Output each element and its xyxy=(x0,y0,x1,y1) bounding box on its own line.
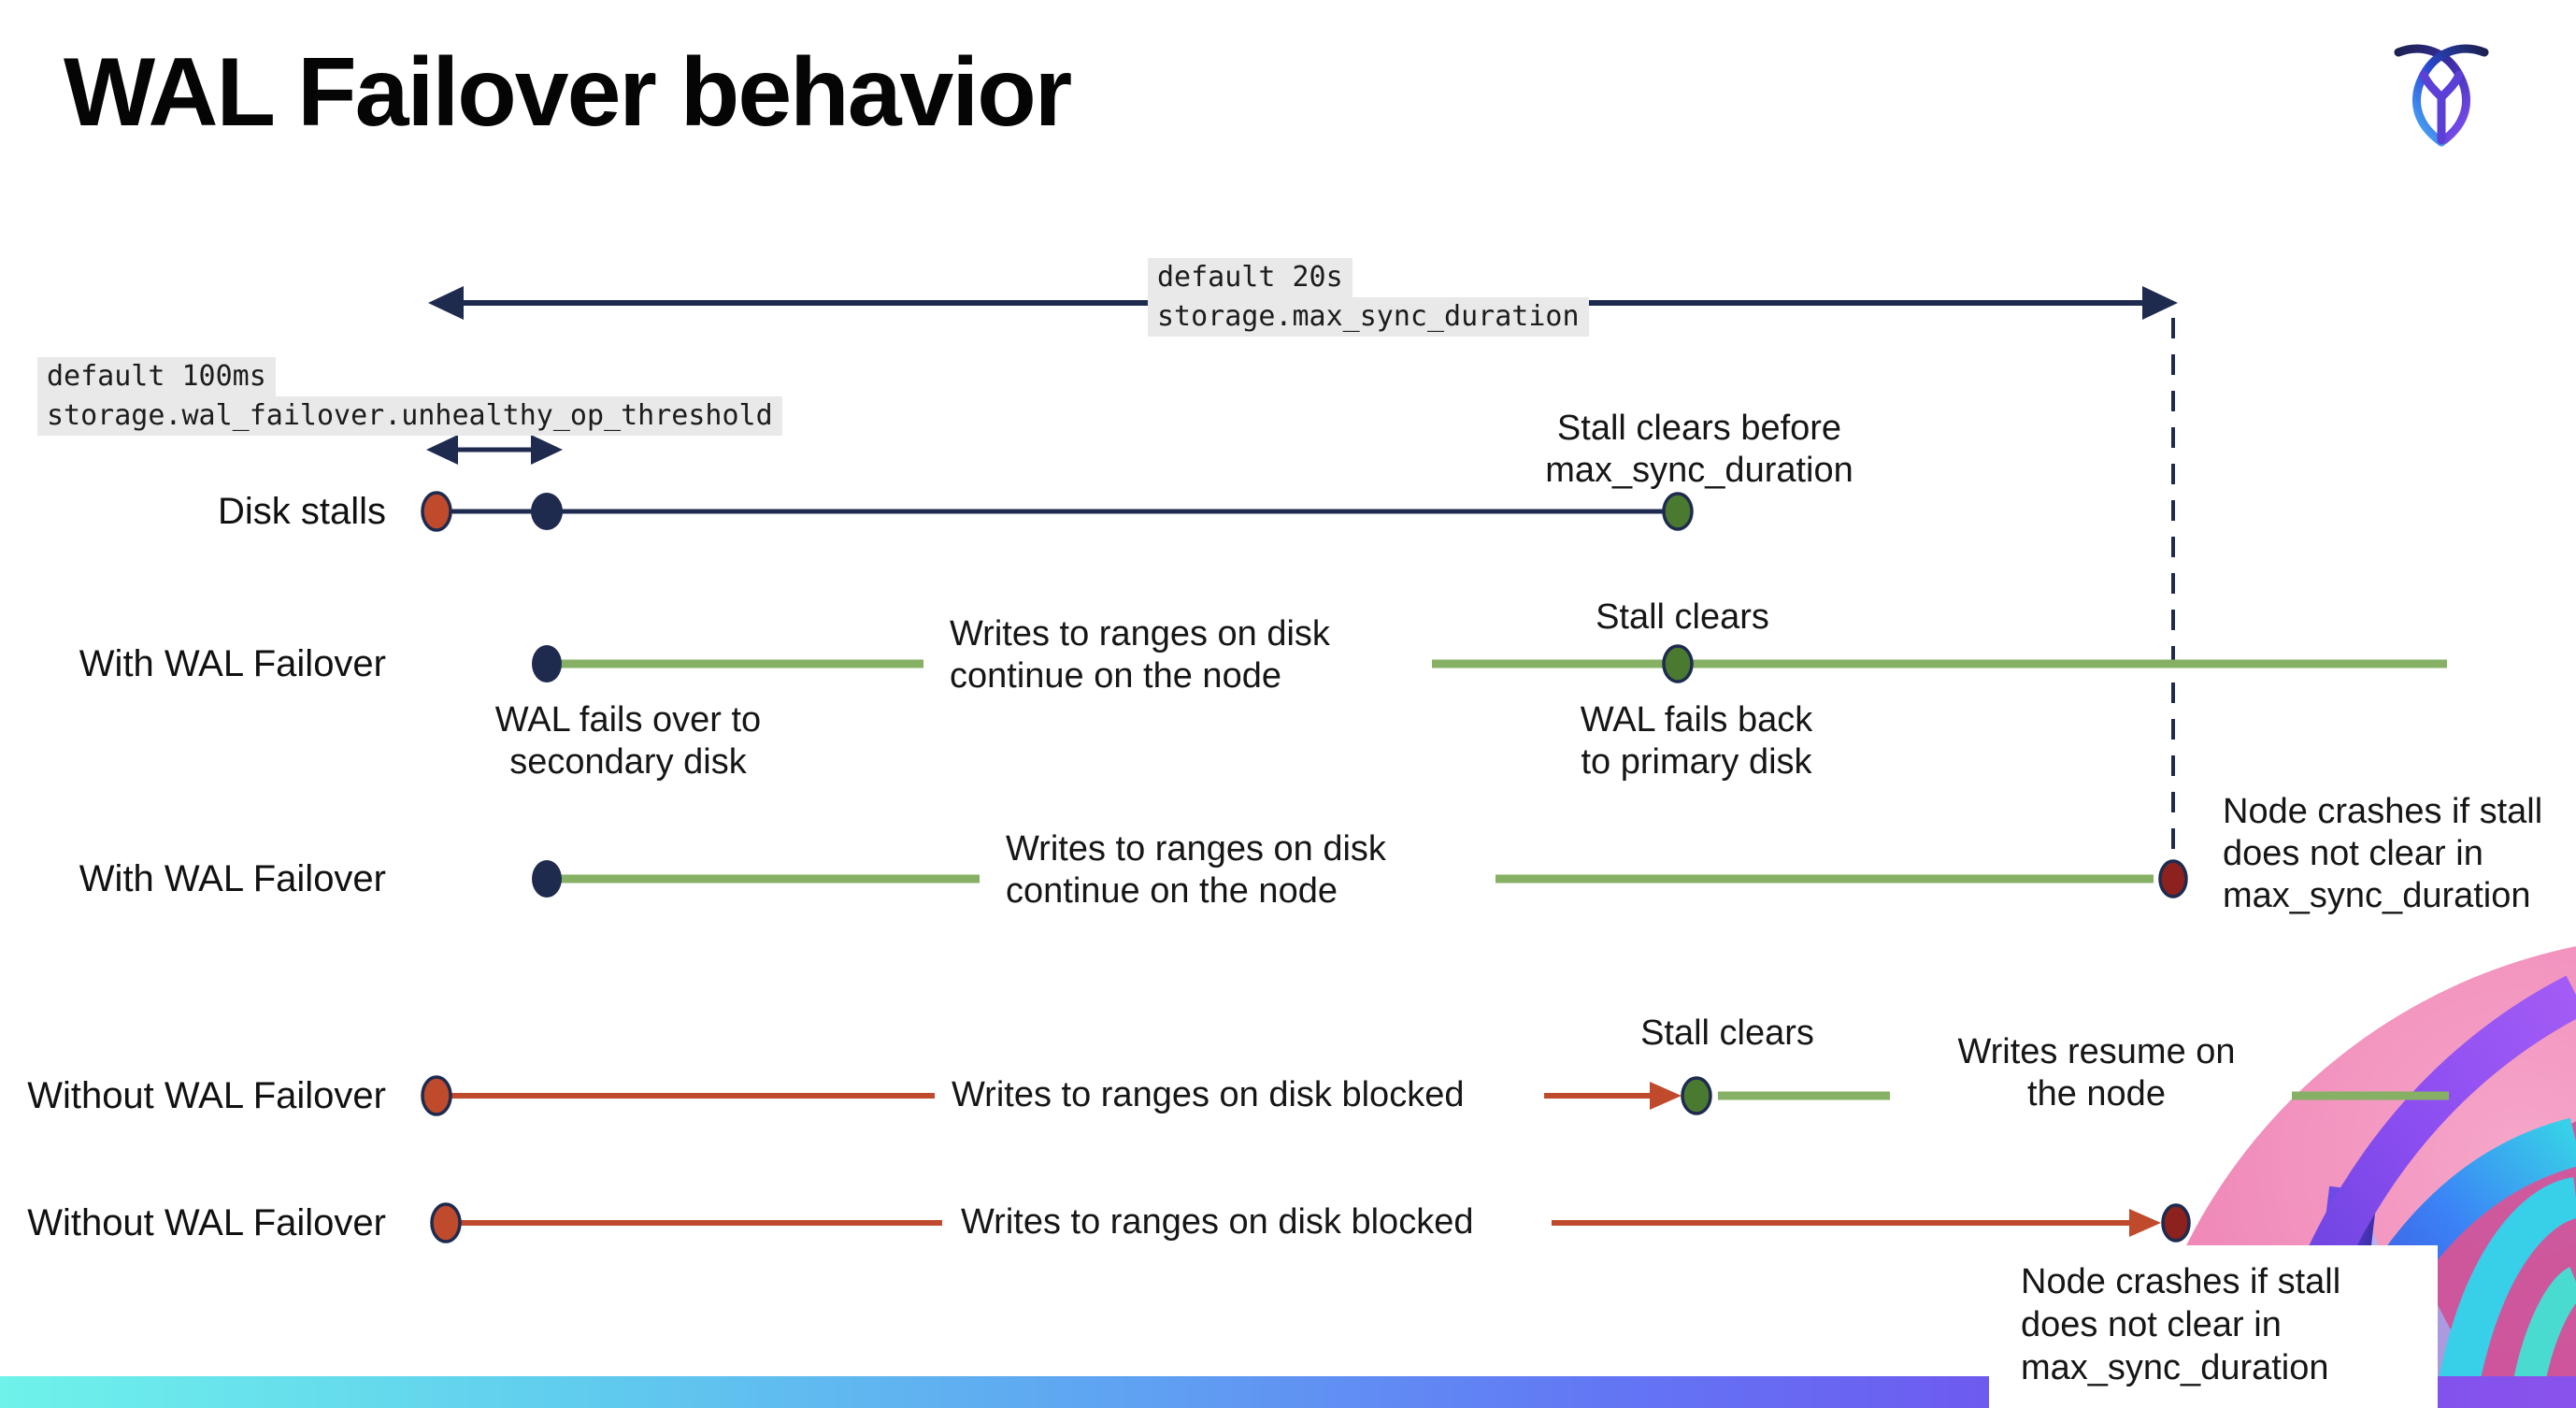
row-without-wal-failover-1 xyxy=(421,1075,2449,1116)
annotation-line: does not clear in xyxy=(2223,834,2483,873)
annotation-wal-fails-back: WAL fails back to primary disk xyxy=(1581,699,1812,783)
annotation-line: Stall clears before xyxy=(1556,409,1842,448)
stall-clears-dot xyxy=(1662,644,1694,683)
row-label-disk-stalls: Disk stalls xyxy=(217,491,386,532)
arrow-head-right-icon xyxy=(1650,1082,1682,1110)
arrow-head-left-icon xyxy=(428,286,464,320)
annotation-node-crashes-1: Node crashes if stall does not clear in … xyxy=(2223,791,2542,917)
annotation-stall-clears-1: Stall clears xyxy=(1596,597,1769,637)
node-crash-dot xyxy=(2158,859,2188,898)
row-disk-stalls xyxy=(421,491,1694,532)
annotation-line: WAL fails back xyxy=(1580,700,1813,740)
annotation-line: Writes resume on xyxy=(1957,1032,2236,1071)
row-with-wal-failover-2 xyxy=(532,859,2188,898)
row-label-without-wal-failover-2: Without WAL Failover xyxy=(27,1202,386,1243)
row-with-wal-failover-1 xyxy=(532,644,2447,683)
annotation-writes-continue-1: Writes to ranges on disk continue on the… xyxy=(950,613,1330,697)
arrow-head-right-icon xyxy=(2129,1209,2161,1237)
annotation-stall-clears-2: Stall clears xyxy=(1640,1013,1814,1053)
row-label-with-wal-failover-2: With WAL Failover xyxy=(79,858,386,899)
stall-clears-dot xyxy=(1681,1076,1712,1115)
row-label-without-wal-failover-1: Without WAL Failover xyxy=(27,1075,386,1116)
annotation-line: continue on the node xyxy=(950,656,1281,696)
annotation-writes-resume: Writes resume on the node xyxy=(1957,1031,2235,1115)
row-without-wal-failover-2 xyxy=(430,1202,2191,1243)
cockroachdb-logo-icon xyxy=(2394,44,2489,147)
callout-line: does not clear in xyxy=(2021,1305,2282,1344)
annotation-writes-blocked-1: Writes to ranges on disk blocked xyxy=(952,1075,1465,1114)
row-label-with-wal-failover-1: With WAL Failover xyxy=(79,643,386,684)
threshold-dot xyxy=(531,493,563,530)
annotation-line: secondary disk xyxy=(509,742,747,782)
page-title: WAL Failover behavior xyxy=(64,38,1072,147)
arrow-head-left-icon xyxy=(426,435,458,465)
failover-dot xyxy=(532,645,562,682)
arrow-head-right-icon xyxy=(531,435,563,465)
callout-line: Node crashes if stall xyxy=(2021,1262,2341,1301)
art-cyan-arc xyxy=(2434,1177,2576,1408)
max-sync-default-chip: default 20s xyxy=(1148,258,1352,297)
annotation-line: max_sync_duration xyxy=(1545,451,1853,490)
unhealthy-op-threshold-arrow xyxy=(426,435,563,465)
annotation-line: continue on the node xyxy=(1006,871,1338,911)
stall-start-dot xyxy=(430,1202,462,1243)
node-crash-callout-box: Node crashes if stall does not clear in … xyxy=(1989,1245,2438,1408)
max-sync-setting-chip: storage.max_sync_duration xyxy=(1148,297,1589,337)
annotation-line: Node crashes if stall xyxy=(2223,792,2543,831)
annotation-wal-fails-over: WAL fails over to secondary disk xyxy=(495,699,761,783)
stall-clears-dot xyxy=(1662,492,1694,531)
logo-wing-vein xyxy=(2419,70,2464,145)
annotation-line: max_sync_duration xyxy=(2223,876,2531,915)
callout-line: max_sync_duration xyxy=(2021,1348,2329,1387)
annotation-line: Writes to ranges on disk xyxy=(1006,829,1386,869)
annotation-line: Writes to ranges on disk xyxy=(950,614,1330,654)
stall-start-dot xyxy=(421,491,452,532)
threshold-setting-chip: storage.wal_failover.unhealthy_op_thresh… xyxy=(37,396,782,436)
failover-dot xyxy=(532,860,562,898)
stall-start-dot xyxy=(421,1075,452,1116)
annotation-line: to primary disk xyxy=(1581,742,1812,782)
node-crash-dot xyxy=(2161,1203,2191,1243)
annotation-writes-continue-2: Writes to ranges on disk continue on the… xyxy=(1006,828,1386,912)
arrow-head-right-icon xyxy=(2142,286,2178,320)
annotation-line: the node xyxy=(2027,1074,2166,1113)
threshold-default-chip: default 100ms xyxy=(37,357,276,396)
annotation-stall-clears-before: Stall clears before max_sync_duration xyxy=(1545,408,1853,492)
node-crash-callout-text: Node crashes if stall does not clear in … xyxy=(2021,1260,2340,1389)
annotation-line: WAL fails over to xyxy=(494,700,762,740)
annotation-writes-blocked-2: Writes to ranges on disk blocked xyxy=(961,1202,1474,1242)
